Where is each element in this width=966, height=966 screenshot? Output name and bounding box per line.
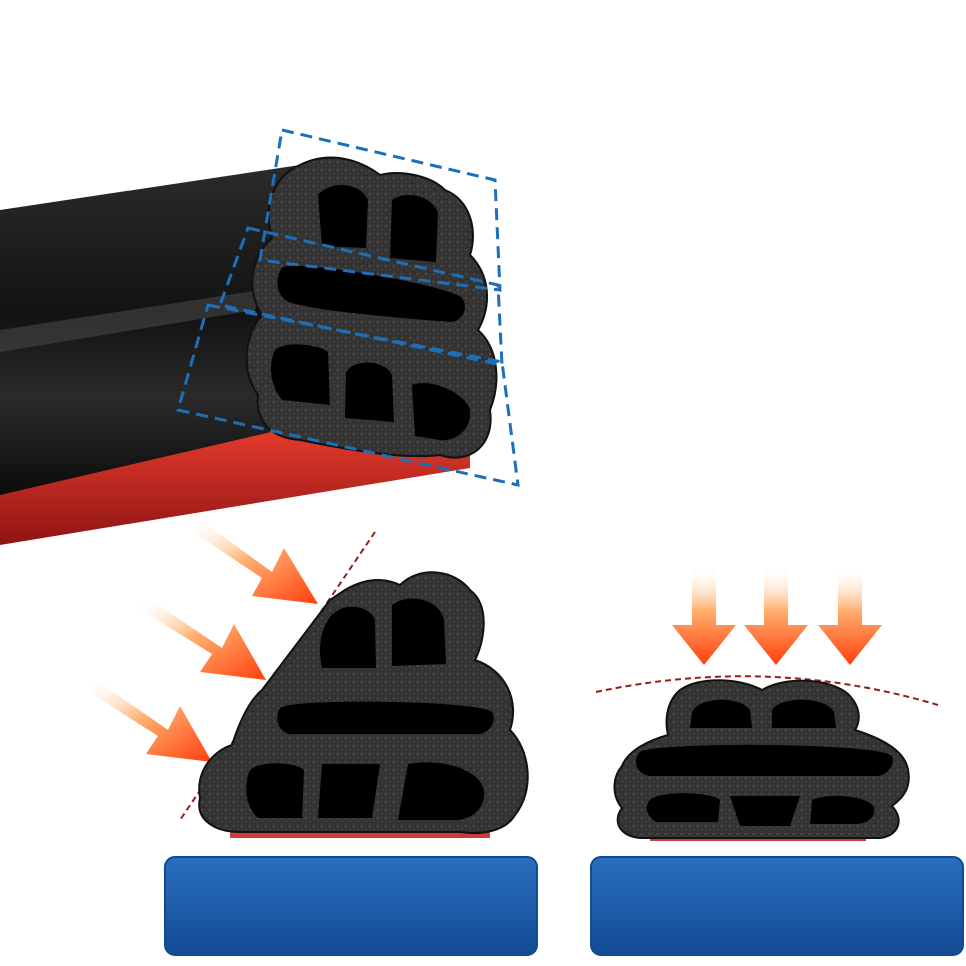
hole — [345, 362, 394, 422]
hole — [318, 184, 368, 248]
diagonal-pressure-arrow-icon — [190, 520, 318, 604]
hole — [690, 699, 752, 728]
diagonal-pressure-arrow-icon — [86, 680, 212, 762]
hole — [810, 795, 875, 824]
vertical-pressure-arrow-icon — [672, 565, 736, 665]
strip-highlight — [0, 290, 260, 352]
blue-base-plate-icon — [164, 856, 538, 956]
hole — [412, 383, 471, 441]
hole — [390, 194, 438, 262]
hole — [635, 744, 893, 776]
hole — [730, 796, 800, 826]
hole — [646, 793, 720, 822]
vertical-pressure-arrow-icon — [744, 565, 808, 665]
seal-cross-section-compressed-icon — [590, 565, 964, 956]
hole — [270, 344, 330, 405]
dashed-guide-boxes — [176, 128, 520, 487]
hole — [392, 598, 446, 666]
hole — [318, 764, 380, 818]
diagonal-pressure-arrow-icon — [138, 598, 266, 680]
hole — [277, 701, 494, 734]
seal-strip-3d-icon — [0, 128, 520, 545]
hole — [772, 699, 836, 728]
adhesive-tape — [230, 830, 490, 838]
strip-body — [0, 165, 300, 495]
blue-base-plate-icon — [590, 856, 964, 956]
hole — [398, 762, 485, 820]
dashed-compression-arc — [595, 675, 939, 706]
vertical-pressure-arrow-icon — [818, 565, 882, 665]
adhesive-tape — [0, 432, 470, 545]
seal-cross-section-tilted-icon — [86, 520, 538, 956]
hole — [277, 265, 465, 322]
hole — [246, 763, 304, 818]
hole — [320, 606, 376, 668]
